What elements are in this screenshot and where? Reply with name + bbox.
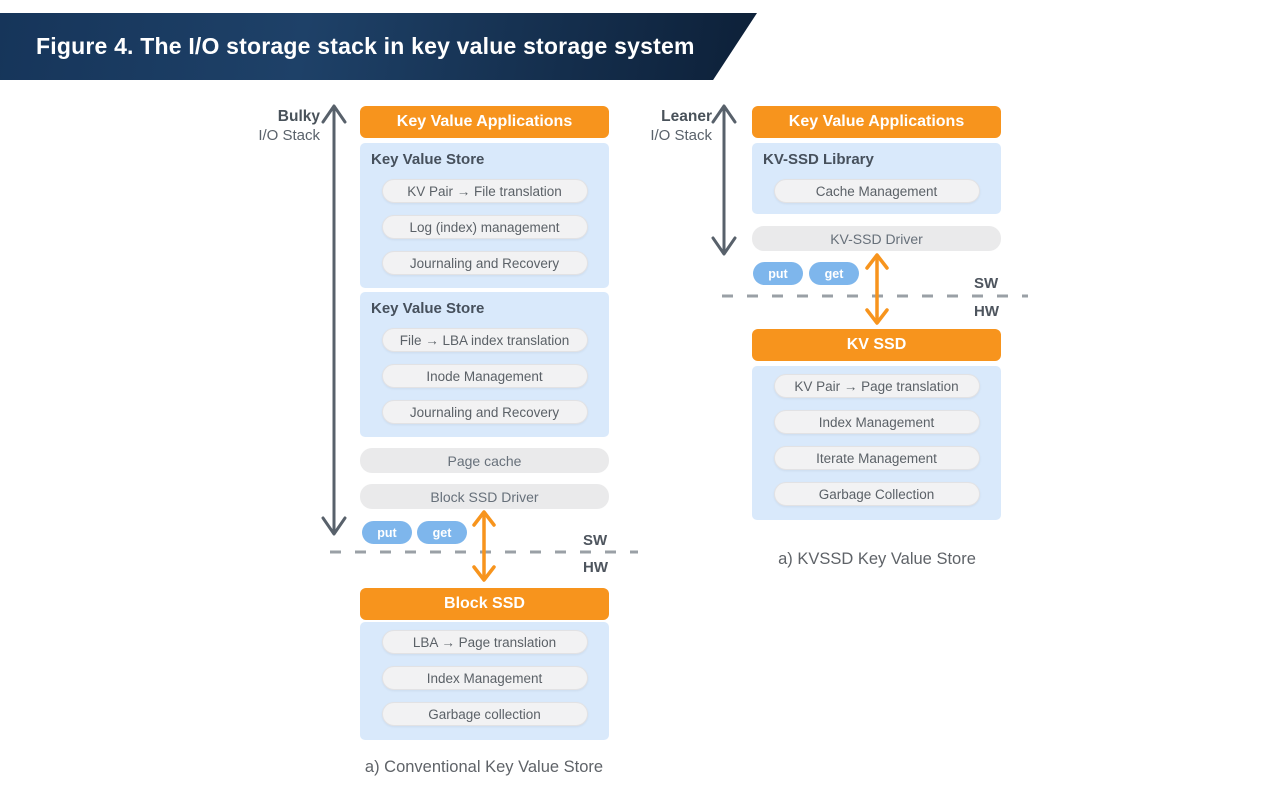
garbage-collection-pill-right: Garbage Collection [773,482,980,506]
iterate-management-pill: Iterate Management [773,446,980,470]
right-get-pill: get [809,262,859,285]
page-cache-bar: Page cache [360,448,609,473]
index-management-pill-right: Index Management [773,410,980,434]
left-kv-store-panel-2: Key Value Store File → LBA index transla… [360,292,609,437]
right-get-label: get [824,266,844,281]
kv-ssd-driver-label: KV-SSD Driver [830,230,923,247]
inode-management-pill: Inode Management [381,364,588,388]
block-ssd-driver-label: Block SSD Driver [430,488,539,505]
log-index-management-pill: Log (index) management [381,215,588,239]
left-sw-hw-arrow-icon [472,510,496,582]
right-put-label: put [768,266,788,281]
index-management-pill-left: Index Management [381,666,588,690]
left-io-stack-label: Bulky I/O Stack [240,107,320,145]
right-io-stack-label: Leaner I/O Stack [640,107,712,145]
lba-page-translation-pill: LBA → Page translation [381,630,588,654]
right-caption: a) KVSSD Key Value Store [778,550,976,568]
block-ssd-header-label: Block SSD [444,595,525,612]
page-cache-label: Page cache [447,452,522,469]
garbage-collection-pill-left: Garbage collection [381,702,588,726]
right-app-header-label: Key Value Applications [788,113,965,130]
kv-ssd-driver-bar: KV-SSD Driver [752,226,1001,251]
left-get-pill: get [417,521,467,544]
kv-pair-file-translation-pill: KV Pair → File translation [381,179,588,203]
right-io-stack-label-line2: I/O Stack [650,127,712,144]
block-ssd-driver-bar: Block SSD Driver [360,484,609,509]
cache-management-pill: Cache Management [773,179,980,203]
right-sw-hw-divider [722,294,1028,298]
figure-title: Figure 4. The I/O storage stack in key v… [36,33,695,59]
left-put-pill: put [362,521,412,544]
left-app-header-label: Key Value Applications [396,113,573,130]
left-caption: a) Conventional Key Value Store [364,758,604,776]
left-sw-label: SW [583,532,608,549]
kv-ssd-header-label: KV SSD [846,336,907,353]
left-io-stack-label-line2: I/O Stack [258,127,320,144]
kv-ssd-header: KV SSD [752,329,1001,361]
left-io-stack-label-line1: Bulky [277,108,320,125]
left-kv-store-1-title: Key Value Store [371,151,485,168]
right-sw-hw-arrow-icon [865,253,889,325]
right-app-header: Key Value Applications [752,106,1001,138]
block-ssd-panel: LBA → Page translation Index Management … [360,622,609,740]
kv-ssd-panel: KV Pair → Page translation Index Managem… [752,366,1001,520]
journaling-recovery-pill-2: Journaling and Recovery [381,400,588,424]
left-app-header: Key Value Applications [360,106,609,138]
right-sw-label: SW [974,275,999,292]
file-lba-translation-pill: File → LBA index translation [381,328,588,352]
right-io-stack-label-line1: Leaner [661,108,712,125]
journaling-recovery-pill-1: Journaling and Recovery [381,251,588,275]
figure-title-banner: Figure 4. The I/O storage stack in key v… [0,13,757,80]
left-hw-label: HW [583,559,608,576]
left-kv-store-2-title: Key Value Store [371,300,485,317]
left-get-label: get [432,525,452,540]
block-ssd-header: Block SSD [360,588,609,620]
kv-ssd-library-title: KV-SSD Library [763,151,874,168]
left-kv-store-panel-1: Key Value Store KV Pair → File translati… [360,143,609,288]
kv-pair-page-translation-pill: KV Pair → Page translation [773,374,980,398]
left-put-label: put [377,525,397,540]
right-put-pill: put [753,262,803,285]
kv-ssd-library-panel: KV-SSD Library Cache Management [752,143,1001,214]
left-io-stack-arrow-icon [321,104,347,536]
right-hw-label: HW [974,303,999,320]
right-io-stack-arrow-icon [711,104,737,256]
